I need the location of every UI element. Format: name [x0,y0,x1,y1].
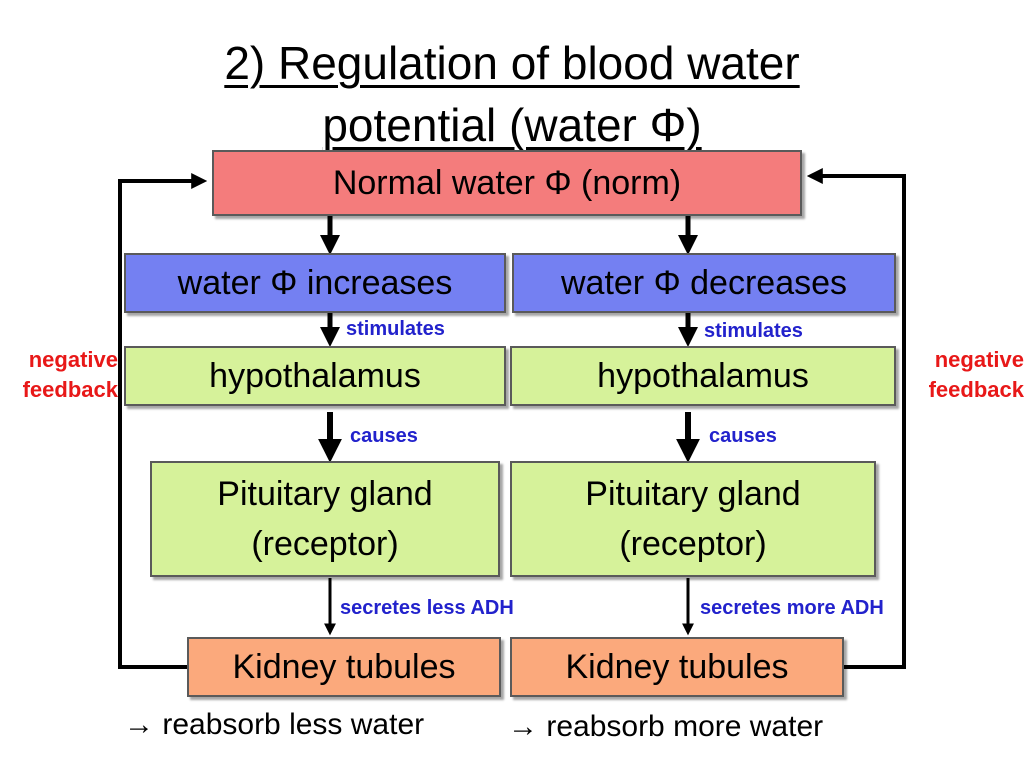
secretes-more-adh-label: secretes more ADH [700,597,884,619]
causes-label-right: causes [709,425,777,447]
causes-label-left: causes [350,425,418,447]
pituitary-gland-box-right: Pituitary gland (receptor) [510,461,876,577]
title-line-2: potential (water Φ) [322,99,702,151]
negative-feedback-left-line-2: feedback [22,377,118,402]
normal-water-potential-label: Normal water Φ (norm) [332,163,682,202]
negative-feedback-right-line-2: feedback [928,377,1024,402]
feedback-loop-right [806,168,906,669]
receptor-label-left: (receptor) [251,525,399,563]
negative-feedback-label-left: negative feedback [0,345,118,405]
hypothalamus-box-right: hypothalamus [510,346,896,406]
stimulates-label-left: stimulates [346,318,445,340]
reabsorb-less-water-text: → reabsorb less water [124,708,425,741]
title-line-1: 2) Regulation of blood water [224,37,800,89]
negative-feedback-right-line-1: negative [934,347,1024,372]
receptor-label-right: (receptor) [619,525,767,563]
stimulates-label-right: stimulates [704,320,803,342]
feedback-loop-left [118,173,208,669]
water-potential-increases-label: water Φ increases [177,263,453,302]
water-potential-decreases-label: water Φ decreases [560,263,848,302]
kidney-tubules-box-left: Kidney tubules [187,637,501,697]
secretes-less-adh-label: secretes less ADH [340,597,514,619]
normal-water-potential-box: Normal water Φ (norm) [212,150,802,216]
pituitary-gland-label-left: Pituitary gland [217,475,433,513]
negative-feedback-label-right: negative feedback [902,345,1024,405]
kidney-tubules-box-right: Kidney tubules [510,637,844,697]
pituitary-gland-box-left: Pituitary gland (receptor) [150,461,500,577]
water-potential-increases-box: water Φ increases [124,253,506,313]
slide-title: 2) Regulation of blood water potential (… [0,32,1024,156]
hypothalamus-box-left: hypothalamus [124,346,506,406]
hypothalamus-label-right: hypothalamus [597,356,809,395]
kidney-tubules-label-right: Kidney tubules [565,647,789,686]
reabsorb-more-water-text: → reabsorb more water [508,710,824,743]
negative-feedback-left-line-1: negative [28,347,118,372]
hypothalamus-label-left: hypothalamus [209,356,421,395]
pituitary-gland-label-right: Pituitary gland [585,475,801,513]
water-potential-decreases-box: water Φ decreases [512,253,896,313]
kidney-tubules-label-left: Kidney tubules [232,647,456,686]
